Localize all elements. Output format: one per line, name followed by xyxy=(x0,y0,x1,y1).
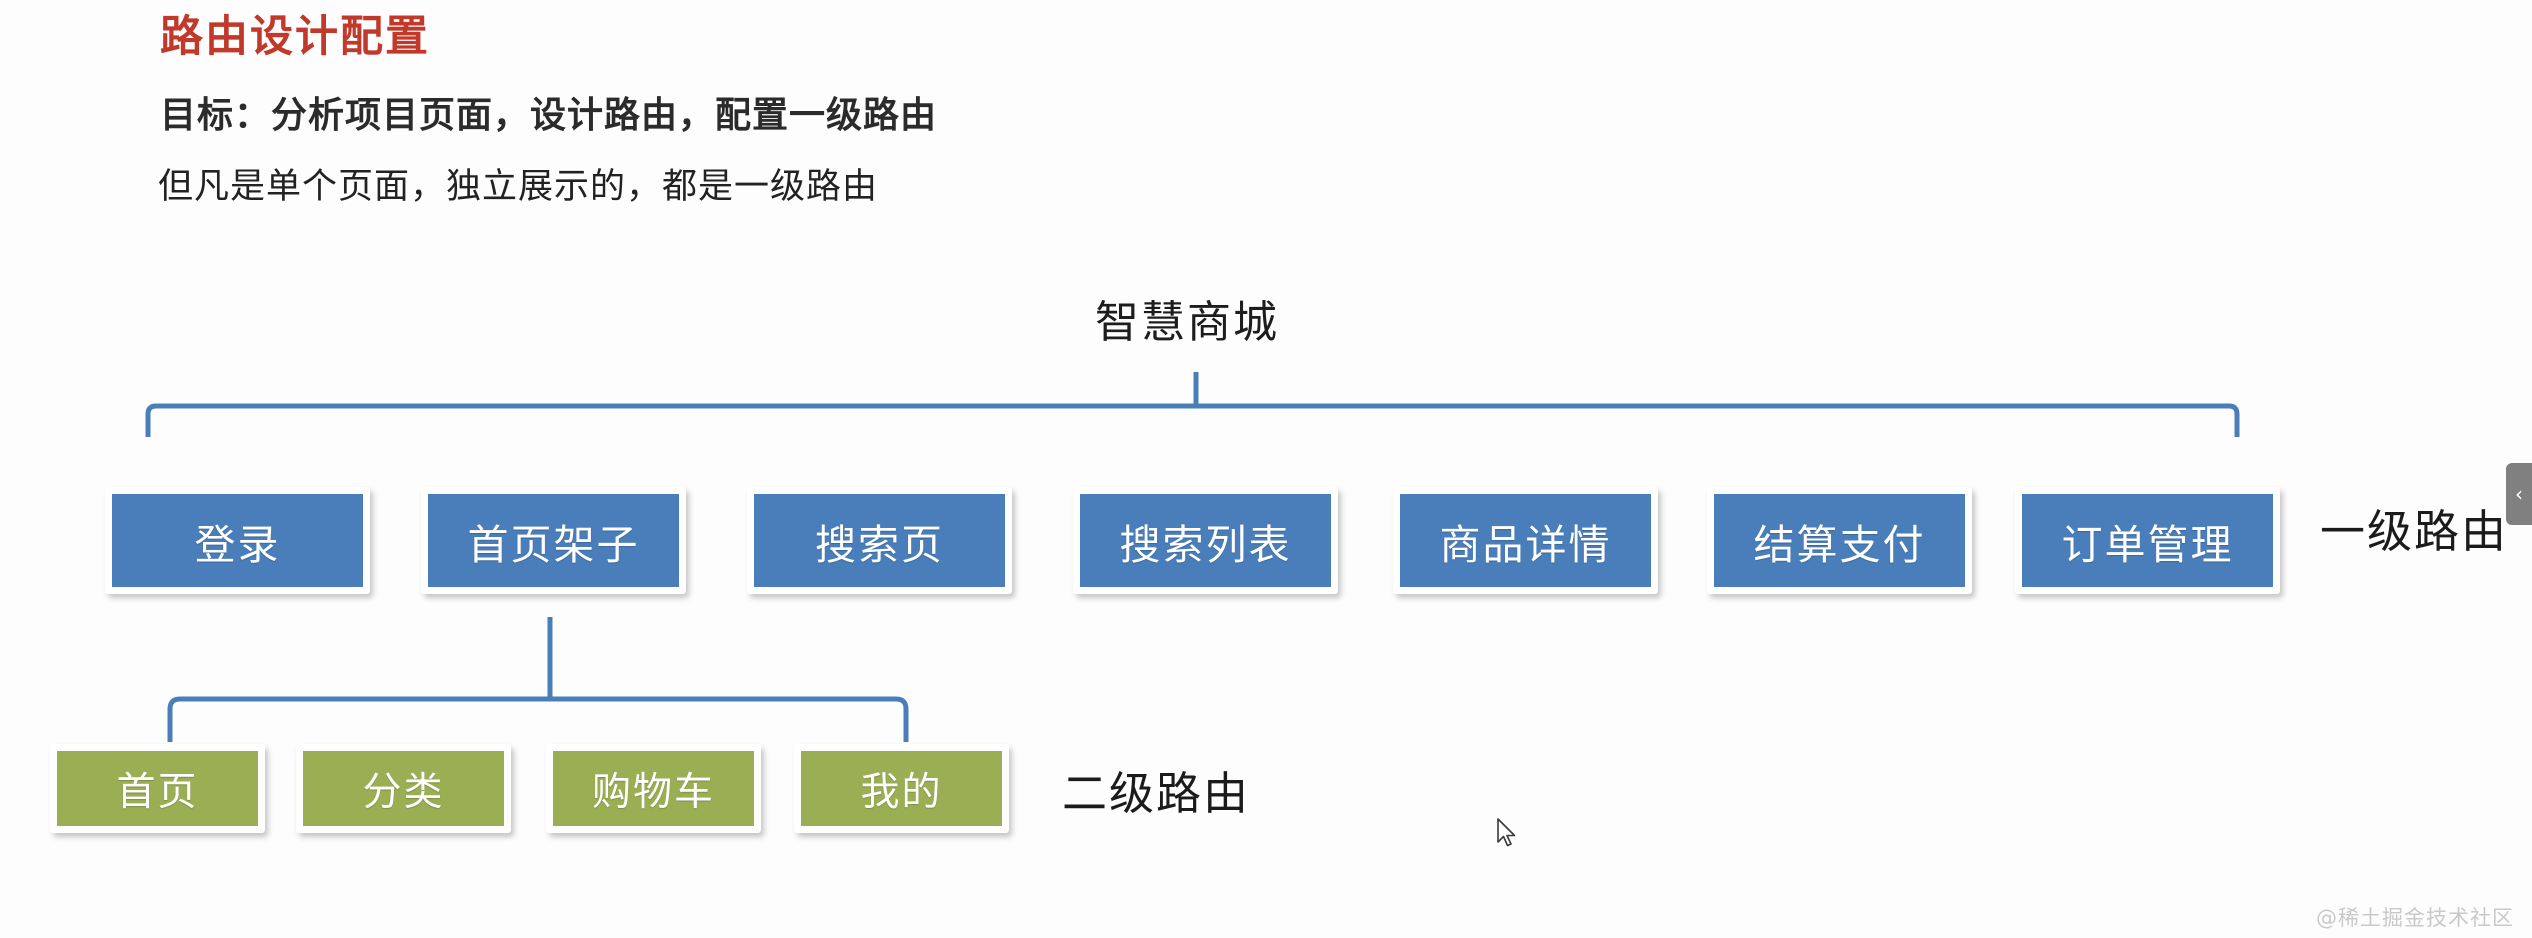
page-title: 路由设计配置 xyxy=(160,12,430,62)
level2-node-mine[interactable]: 我的 xyxy=(794,744,1009,833)
level1-node-product-detail[interactable]: 商品详情 xyxy=(1393,487,1658,594)
level1-node-search-list[interactable]: 搜索列表 xyxy=(1073,487,1338,594)
level2-node-cart[interactable]: 购物车 xyxy=(546,744,761,833)
level1-node-order-management[interactable]: 订单管理 xyxy=(2015,487,2280,594)
node-label: 搜索页 xyxy=(815,520,944,569)
node-label: 登录 xyxy=(194,520,281,569)
goal-text: 目标：分析项目页面，设计路由，配置一级路由 xyxy=(160,95,938,136)
node-label: 首页 xyxy=(116,769,199,815)
level1-node-checkout-pay[interactable]: 结算支付 xyxy=(1707,487,1972,594)
root-node-label: 智慧商城 xyxy=(1095,297,1279,348)
level1-caption: 一级路由 xyxy=(2320,505,2509,558)
node-label: 商品详情 xyxy=(1439,520,1612,569)
level1-node-home-shell[interactable]: 首页架子 xyxy=(421,487,686,594)
node-label: 我的 xyxy=(860,769,943,815)
mouse-cursor-icon xyxy=(1497,818,1516,847)
level2-node-home[interactable]: 首页 xyxy=(50,744,265,833)
note-text: 但凡是单个页面，独立展示的，都是一级路由 xyxy=(158,167,879,207)
node-label: 首页架子 xyxy=(467,520,640,569)
node-label: 结算支付 xyxy=(1753,520,1926,569)
node-label: 购物车 xyxy=(591,769,715,815)
node-label: 搜索列表 xyxy=(1119,520,1292,569)
collapse-panel-tab[interactable]: ‹ xyxy=(2506,463,2532,525)
chevron-left-icon: ‹ xyxy=(2515,482,2523,506)
watermark: @稀土掘金技术社区 xyxy=(2316,906,2514,930)
node-label: 分类 xyxy=(362,769,445,815)
level2-node-category[interactable]: 分类 xyxy=(296,744,511,833)
node-label: 订单管理 xyxy=(2061,520,2234,569)
level1-node-login[interactable]: 登录 xyxy=(105,487,370,594)
level2-caption: 二级路由 xyxy=(1062,767,1251,820)
level1-node-search[interactable]: 搜索页 xyxy=(747,487,1012,594)
